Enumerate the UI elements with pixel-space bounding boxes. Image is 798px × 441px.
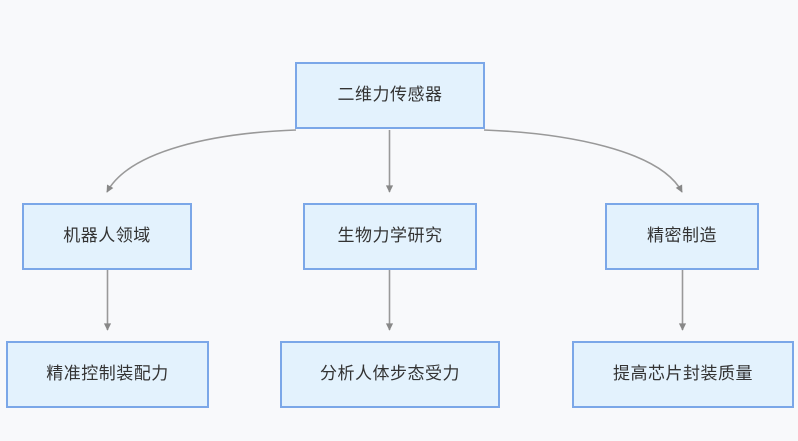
node-robotics[interactable]: 机器人领域 (22, 203, 192, 270)
node-robotics-label: 机器人领域 (63, 226, 151, 247)
node-precision-manufacturing-label: 精密制造 (647, 226, 717, 247)
node-precision-manufacturing[interactable]: 精密制造 (605, 203, 759, 270)
node-root[interactable]: 二维力传感器 (295, 62, 485, 129)
node-biomechanics-label: 生物力学研究 (337, 226, 443, 247)
node-gait-analysis[interactable]: 分析人体步态受力 (280, 341, 500, 408)
node-gait-analysis-label: 分析人体步态受力 (320, 364, 460, 385)
edge-root-robotics (106, 129, 297, 193)
node-assembly-force-control[interactable]: 精准控制装配力 (6, 341, 209, 408)
node-chip-packaging-quality-label: 提高芯片封装质量 (613, 364, 753, 385)
node-root-label: 二维力传感器 (337, 85, 443, 106)
edge-root-precision (483, 129, 683, 193)
node-biomechanics[interactable]: 生物力学研究 (303, 203, 477, 270)
node-chip-packaging-quality[interactable]: 提高芯片封装质量 (572, 341, 794, 408)
node-assembly-force-control-label: 精准控制装配力 (46, 364, 169, 385)
